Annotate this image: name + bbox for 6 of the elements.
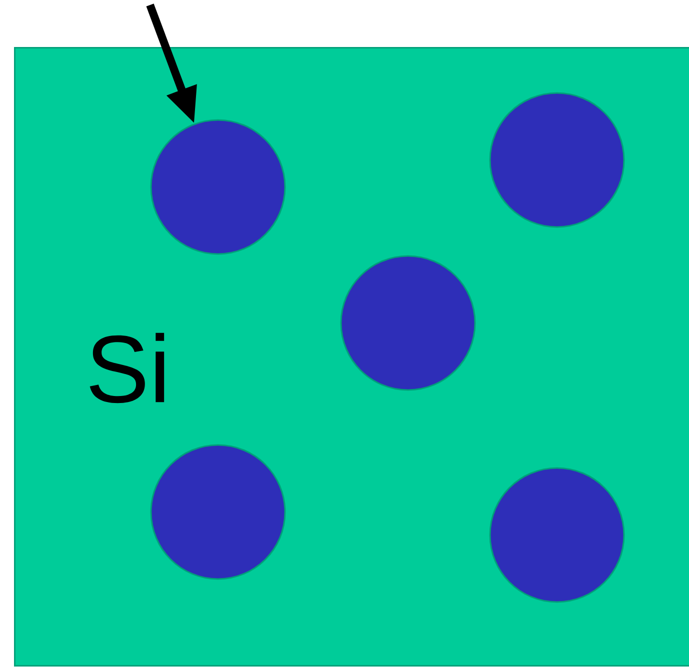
particle-circle — [150, 119, 286, 255]
particle-circle — [489, 92, 625, 228]
particle-circle — [489, 467, 625, 603]
particle-circle — [340, 255, 476, 391]
material-label: Si — [90, 332, 164, 404]
particle-circle — [150, 444, 286, 580]
